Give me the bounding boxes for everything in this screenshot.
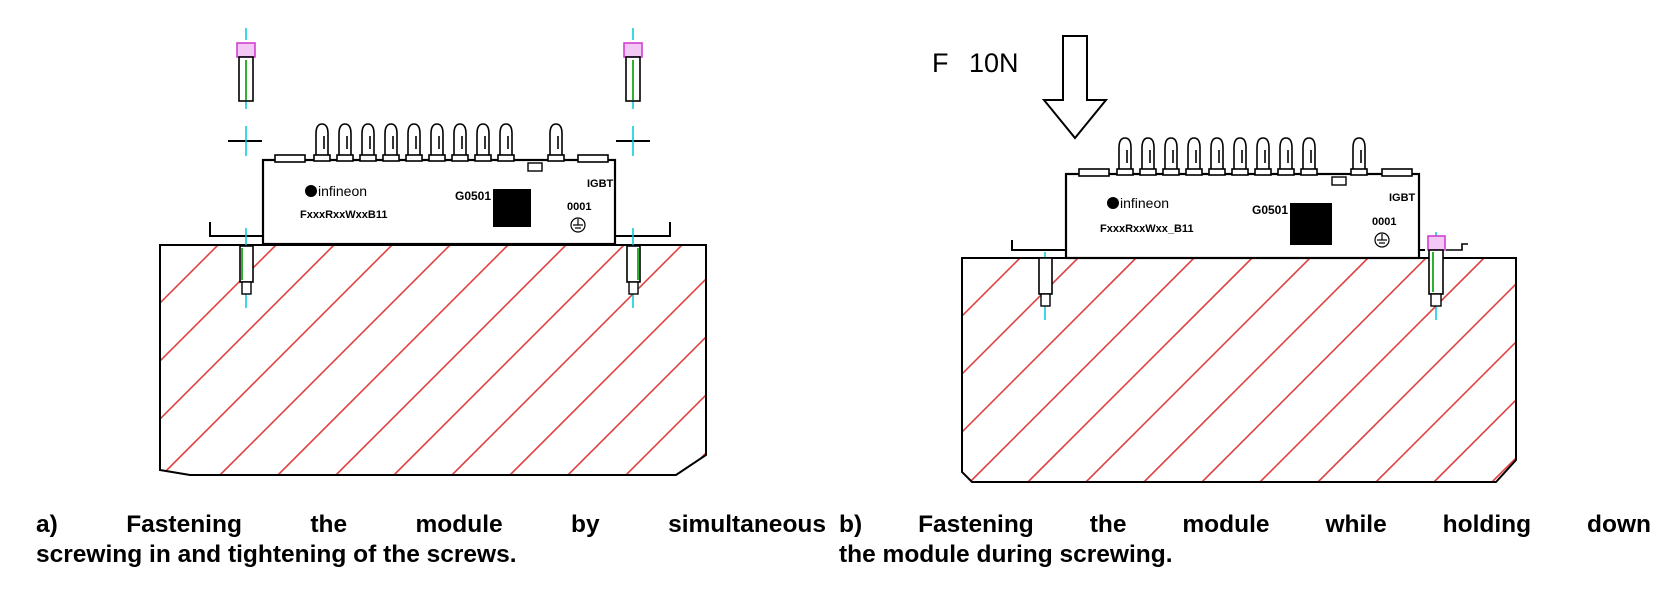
brand-label-b: infineon (1120, 195, 1169, 211)
screw-right-b (1427, 232, 1468, 320)
caption-panel-a: a) Fastening the module by simultaneous … (36, 510, 826, 570)
brand-label-a: infineon (318, 183, 367, 199)
ground-symbol-icon (1374, 232, 1390, 248)
hatch-a (160, 245, 706, 475)
igbt-module-b: infineon FxxxRxxWxx_B11 G0501 IGBT 0001 (1011, 137, 1425, 260)
type-label-a: IGBT (587, 178, 614, 190)
igbt-module-a: infineon FxxxRxxWxxB11 G0501 IGBT 0001 (209, 123, 671, 246)
screw-left-a (228, 28, 262, 308)
caption-b-line-2: the module during screwing. (839, 541, 1173, 568)
caption-panel-b: b) Fastening the module while holding do… (839, 510, 1651, 570)
heatsink-a (159, 244, 707, 476)
ground-symbol-icon (570, 217, 586, 233)
infineon-logo-icon (1107, 197, 1119, 209)
part-number-b: FxxxRxxWxx_B11 (1100, 223, 1194, 235)
screw-right-a (616, 28, 650, 308)
caption-a-line-2: screwing in and tightening of the screws… (36, 541, 517, 568)
datamatrix-square-a (493, 189, 531, 227)
force-symbol: F (932, 48, 949, 78)
serial-label-b: 0001 (1372, 216, 1396, 228)
screw-left-b (1038, 252, 1053, 320)
type-label-b: IGBT (1389, 192, 1416, 204)
panel-a: infineon FxxxRxxWxxB11 G0501 IGBT 0001 (159, 28, 707, 476)
terminal-pins-b (1116, 137, 1368, 176)
force-arrow-icon (1041, 35, 1109, 140)
heatsink-b (961, 257, 1517, 483)
caption-b-line-1: b) Fastening the module while holding do… (839, 511, 1651, 538)
datamatrix-square-b (1290, 203, 1332, 245)
code-label-a: G0501 (455, 189, 491, 203)
panel-b: F 10N infineon FxxxRxxWxx_B11 G0501 IGBT… (932, 35, 1517, 483)
code-label-b: G0501 (1252, 203, 1288, 217)
hatch-b (962, 258, 1516, 482)
force-value: 10N (969, 48, 1019, 78)
serial-label-a: 0001 (567, 201, 591, 213)
infineon-logo-icon (305, 185, 317, 197)
part-number-a: FxxxRxxWxxB11 (300, 209, 387, 221)
terminal-pins-a (313, 123, 565, 162)
caption-a-line-1: a) Fastening the module by simultaneous (36, 511, 826, 538)
